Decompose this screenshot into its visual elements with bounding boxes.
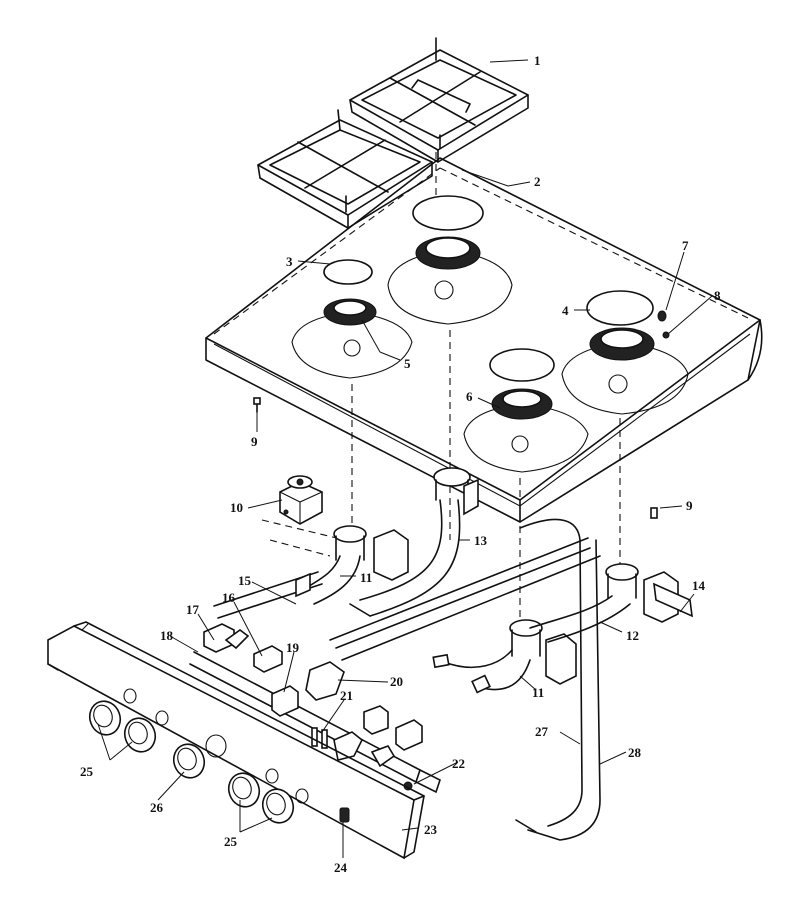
- leader-lines: [97, 59, 713, 858]
- burner-cap-rear-left: [412, 195, 484, 231]
- callout-19: 19: [286, 640, 300, 655]
- control-knob-25c: [227, 772, 261, 808]
- callout-12: 12: [626, 628, 639, 643]
- callout-27: 27: [535, 724, 549, 739]
- burner-tube-13: [349, 467, 479, 617]
- manifold-rod: [329, 537, 589, 641]
- screw-21b: [321, 729, 328, 749]
- cooktop-panel: [205, 157, 763, 523]
- screw-right: [650, 507, 658, 519]
- burner-tube-11-right: [432, 619, 577, 694]
- burner-cap-rear-right: [586, 290, 654, 326]
- control-panel: [47, 621, 425, 860]
- callout-5: 5: [404, 356, 411, 371]
- callout-26: 26: [150, 800, 164, 815]
- callout-4: 4: [562, 303, 569, 318]
- burner-rear-right: [561, 327, 689, 415]
- callout-25-upper: 25: [80, 764, 94, 779]
- burner-rear-left: [387, 236, 513, 325]
- callout-2: 2: [534, 174, 541, 189]
- callout-7: 7: [682, 238, 689, 253]
- callout-16: 16: [222, 590, 236, 605]
- callout-11-right: 11: [532, 685, 544, 700]
- ignitor-electrode: [657, 310, 670, 339]
- screw-21a: [311, 727, 318, 747]
- callout-13: 13: [474, 533, 488, 548]
- callout-24: 24: [334, 860, 348, 875]
- control-knob-25b: [123, 717, 157, 753]
- burner-small-left: [291, 298, 413, 379]
- burner-cap-front-right: [489, 348, 555, 382]
- ignition-switch: [339, 807, 350, 823]
- callout-22: 22: [452, 756, 465, 771]
- screw-left-head: [253, 397, 261, 405]
- burner-tube-11-left: [305, 525, 409, 605]
- callout-6: 6: [466, 389, 473, 404]
- callout-3: 3: [286, 254, 293, 269]
- callout-1: 1: [534, 53, 541, 68]
- callout-15: 15: [238, 573, 252, 588]
- callout-25-lower: 25: [224, 834, 238, 849]
- panel-holes: [123, 688, 309, 804]
- burner-cap-small-left: [323, 259, 373, 285]
- callout-28: 28: [628, 745, 642, 760]
- callout-20: 20: [390, 674, 403, 689]
- callout-14: 14: [692, 578, 706, 593]
- callout-17: 17: [186, 602, 200, 617]
- burner-valves: [203, 623, 423, 768]
- burner-front-right: [463, 388, 589, 473]
- alignment-lines: [261, 152, 621, 626]
- pressure-regulator: [279, 475, 323, 525]
- burner-grate-left: [257, 109, 433, 229]
- callout-11-left: 11: [360, 570, 372, 585]
- control-knob-25d: [261, 788, 295, 824]
- callout-9-right: 9: [686, 498, 693, 513]
- burner-grate-right: [349, 37, 529, 163]
- callout-23: 23: [424, 822, 438, 837]
- gas-supply-tubes: [515, 518, 601, 841]
- control-knob-25a: [88, 700, 122, 736]
- callout-labels: 1 2 3 4 5 6 7 8 9 9 10 11 11 12 13 14 15…: [80, 53, 721, 875]
- callout-9-left: 9: [251, 434, 258, 449]
- callout-10: 10: [230, 500, 243, 515]
- callout-18: 18: [160, 628, 174, 643]
- control-knob-26: [172, 743, 206, 779]
- callout-8: 8: [714, 288, 721, 303]
- callout-21: 21: [340, 688, 353, 703]
